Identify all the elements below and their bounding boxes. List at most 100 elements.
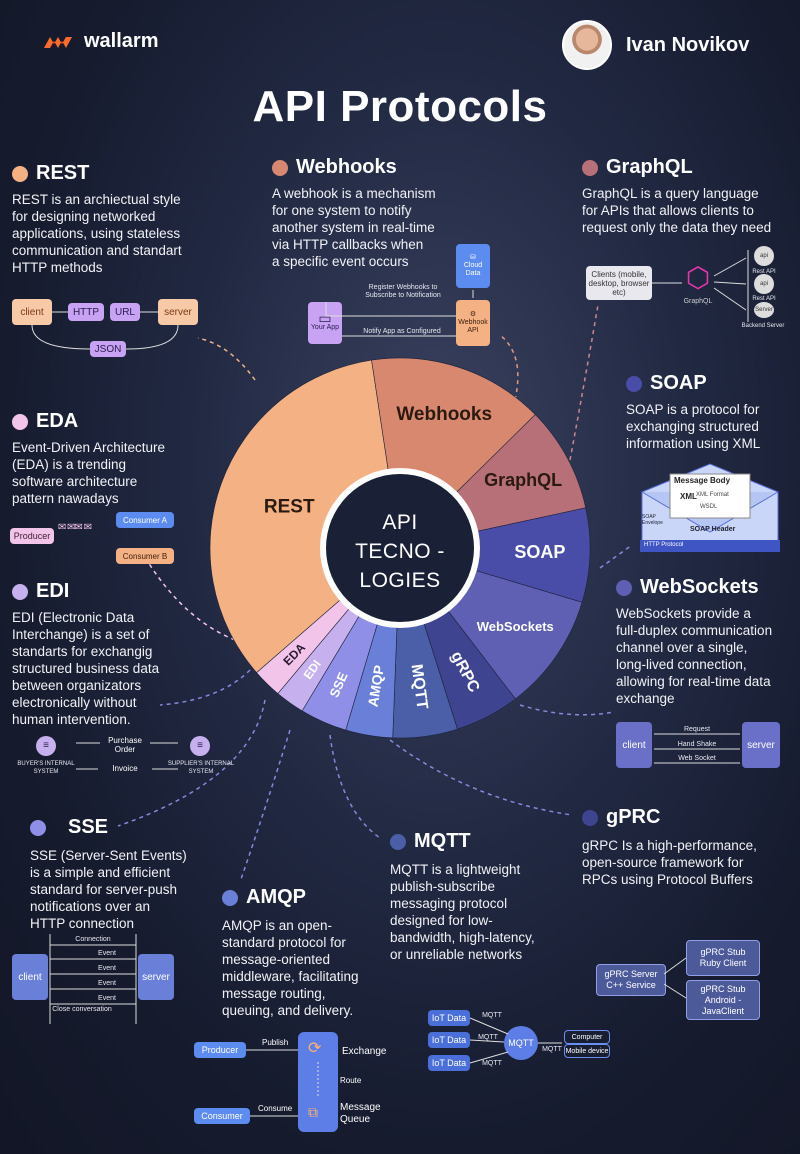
register-label: Register Webhooks to Subscribe to Notifi… <box>365 284 441 299</box>
grpc-arrows <box>663 957 687 999</box>
exchange-label: Exchange <box>342 1046 387 1057</box>
consumer-a-box: Consumer A <box>116 512 174 528</box>
arrow-webhooks <box>499 334 519 401</box>
eda-section: EDA Event-Driven Architecture (EDA) is a… <box>12 410 165 507</box>
rest-url-box: URL <box>110 303 140 321</box>
eda-desc-line: Event-Driven Architecture <box>12 440 166 455</box>
iot-data-box: IoT Data <box>428 1055 470 1071</box>
eda-desc: Event-Driven Architecture (EDA) is a tre… <box>12 439 165 507</box>
rest-http-box: HTTP <box>68 303 104 321</box>
mqtt-desc-line: bandwidth, high-latency, <box>390 930 535 945</box>
mqtt-desc: MQTT is a lightweight publish-subscribe … <box>390 861 535 963</box>
soap-wsdl-label: WSDL <box>700 504 718 510</box>
producer-box: Producer <box>10 528 54 544</box>
ws-client-box: client <box>616 722 652 768</box>
purchase-order-label: Purchase Order <box>108 736 142 754</box>
buyer-db-icon: ≡ <box>36 736 56 756</box>
consume-label: Consume <box>258 1104 293 1113</box>
brand-name: wallarm <box>84 30 159 52</box>
amqp-desc: AMQP is an open- standard protocol for m… <box>222 917 359 1019</box>
graphql-desc-line: GraphQL is a query language <box>582 186 759 201</box>
graphql-desc-line: for APIs that allows clients to <box>582 203 754 218</box>
websockets-section: WebSockets WebSockets provide a full-dup… <box>616 576 772 707</box>
edi-section: EDI EDI (Electronic Data Interchange) is… <box>12 580 159 728</box>
graphql-dot <box>582 159 598 176</box>
rest-server-box: server <box>158 299 198 325</box>
notify-label: Notify App as Configured <box>363 328 441 335</box>
your-app-label: Your App <box>310 324 340 331</box>
grpc-desc-line: RPCs using Protocol Buffers <box>582 872 753 887</box>
grpc-server-label: gPRC Server <box>604 969 658 979</box>
soap-desc: SOAP is a protocol for exchanging struct… <box>626 401 760 452</box>
cloud-icon: ⛁ <box>470 254 476 261</box>
graphql-diagram: Clients (mobile, desktop, browser etc) ⬡… <box>586 246 788 330</box>
sse-desc-line: standard for server-push <box>30 882 178 897</box>
message-icons: ✉ ✉✉ ✉ <box>58 522 92 533</box>
rest-desc-line: REST is an archiectual style <box>12 192 181 207</box>
sse-event-label: Event <box>98 950 116 957</box>
mqtt-link-label: MQTT <box>542 1046 562 1053</box>
mqtt-title: MQTT <box>414 830 471 852</box>
soap-desc-line: SOAP is a protocol for <box>626 402 760 417</box>
sse-event-label: Event <box>98 980 116 987</box>
websockets-desc-line: channel over a single, <box>616 640 748 655</box>
sse-desc-line: notifications over an <box>30 899 151 914</box>
sse-client-box: client <box>12 954 48 1000</box>
mqtt-desc-line: designed for low- <box>390 913 493 928</box>
sse-dot <box>30 819 46 836</box>
websockets-desc: WebSockets provide a full-duplex communi… <box>616 605 772 707</box>
exchange-icon: ⟳ <box>308 1040 322 1057</box>
sse-server-box: server <box>138 954 174 1000</box>
webhooks-desc-line: another system in real-time <box>272 220 435 235</box>
webhooks-arrows <box>325 290 474 337</box>
pie-label-graphql: GraphQL <box>484 470 562 490</box>
webhooks-desc-line: A webhook is a mechanism <box>272 186 436 201</box>
sse-desc-line: SSE (Server-Sent Events) <box>30 848 187 863</box>
mobile-device-box: Mobile device <box>564 1044 610 1058</box>
author-name: Ivan Novikov <box>626 33 750 56</box>
amqp-desc-line: standard protocol for <box>222 935 346 950</box>
pie-label-amqp: AMQP <box>365 664 388 708</box>
center-line-3: LOGIES <box>359 569 441 592</box>
arrow-amqp <box>239 729 291 883</box>
soap-xml-label: XML <box>680 492 697 501</box>
mqtt-dot <box>390 833 406 850</box>
graphql-desc-line: request only the data they need <box>582 220 772 235</box>
api-node: api <box>754 274 774 294</box>
queue-icon: ⧉ <box>308 1104 318 1120</box>
pie-label-soap: SOAP <box>514 542 565 562</box>
supplier-db-icon: ≡ <box>190 736 210 756</box>
webhooks-title: Webhooks <box>296 156 397 178</box>
ws-request-label: Request <box>683 726 711 733</box>
eda-diagram: Producer ✉ ✉✉ ✉ Consumer A Consumer B <box>10 510 175 566</box>
grpc-heading: gPRC <box>582 806 757 829</box>
arrow-graphql <box>569 304 599 461</box>
your-app-box: ▭Your App <box>308 302 342 344</box>
webhooks-section: Webhooks A webhook is a mechanism for on… <box>272 156 436 270</box>
queue-label: Message Queue <box>340 1102 381 1125</box>
webhook-api-box: ⚙Webhook API <box>456 300 490 346</box>
pie-label-webhooks: Webhooks <box>396 404 492 425</box>
amqp-diagram: Producer Consumer ⟳ ⧉ Publish Exchange R… <box>192 1032 398 1134</box>
amqp-desc-line: queuing, and delivery. <box>222 1003 354 1018</box>
pie-label-rest: REST <box>264 496 315 517</box>
edi-desc-line: between organizators <box>12 678 142 693</box>
sse-event-label: Event <box>98 965 116 972</box>
mqtt-arrows <box>469 1017 562 1064</box>
eda-desc-line: pattern nawadays <box>12 491 119 506</box>
eda-heading: EDA <box>12 410 165 433</box>
webhooks-dot <box>272 159 288 176</box>
mqtt-diagram: IoT Data IoT Data IoT Data MQTT MQTT MQT… <box>428 1008 612 1074</box>
websockets-diagram: client server Request Hand Shake Web Soc… <box>616 722 780 768</box>
eda-desc-line: software architecture <box>12 474 138 489</box>
websockets-heading: WebSockets <box>616 576 772 599</box>
sse-connection-label: Connection <box>75 936 111 943</box>
webhooks-desc-line: via HTTP callbacks when <box>272 237 424 252</box>
edi-desc-line: structured business data <box>12 661 160 676</box>
rest-desc-line: for designing networked <box>12 209 156 224</box>
grpc-desc-line: open-source framework for <box>582 855 744 870</box>
sse-section: SSE SSE (Server-Sent Events) is a simple… <box>30 816 187 932</box>
edi-desc-line: human intervention. <box>12 712 131 727</box>
